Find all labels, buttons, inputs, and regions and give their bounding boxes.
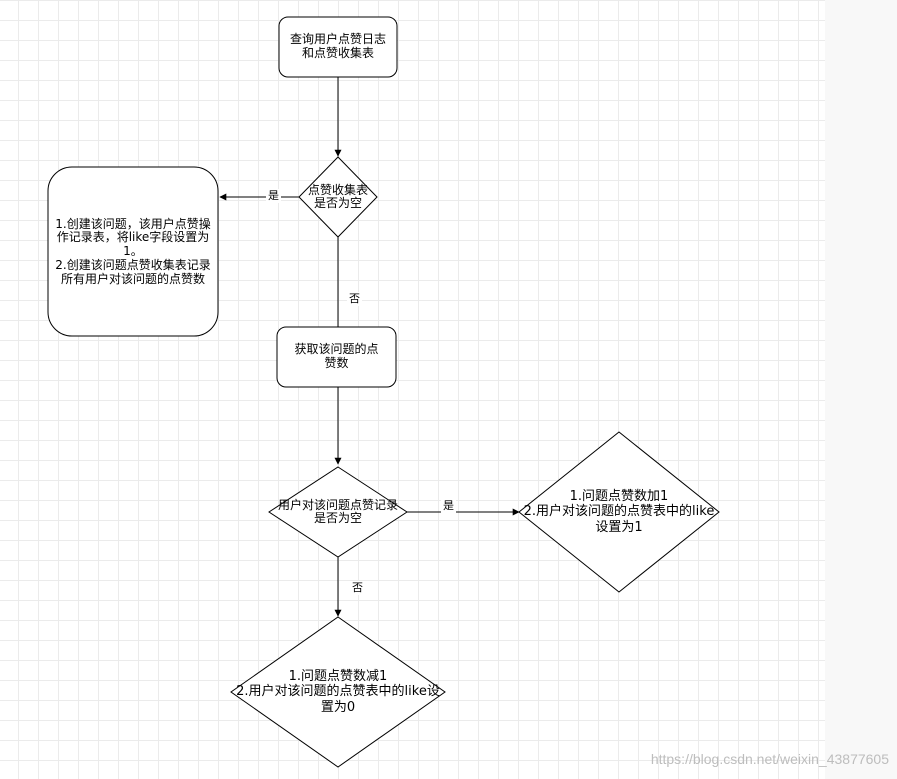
right-panel bbox=[825, 0, 897, 779]
diagram-canvas bbox=[0, 0, 825, 779]
get-count-label: 获取该问题的点赞数 bbox=[294, 342, 379, 370]
decrement-diamond[interactable] bbox=[230, 616, 446, 768]
create-records-box[interactable] bbox=[47, 166, 219, 337]
query-label: 查询用户点赞日志和点赞收集表 bbox=[289, 32, 386, 60]
create-records-label: 1.创建该问题，该用户点赞操作记录表，将like字段设置为1。 2.创建该问题点… bbox=[55, 216, 211, 286]
decision-user-record-diamond[interactable] bbox=[268, 466, 408, 558]
edge-label-yes-1: 是 bbox=[266, 189, 281, 203]
decrement-label: 1.问题点赞数减1 2.用户对该问题的点赞表中的like设置为0 bbox=[236, 668, 440, 715]
decision-empty-diamond[interactable] bbox=[298, 156, 378, 238]
decision-empty-label: 点赞收集表是否为空 bbox=[307, 183, 368, 210]
increment-label: 1.问题点赞数加1 2.用户对该问题的点赞表中的like设置为1 bbox=[523, 488, 715, 535]
edge-label-no-1: 否 bbox=[347, 292, 362, 306]
edge-label-no-2: 否 bbox=[350, 581, 365, 595]
edge-label-yes-2: 是 bbox=[441, 499, 456, 513]
query-box[interactable] bbox=[278, 16, 398, 78]
get-count-box[interactable] bbox=[276, 326, 397, 388]
decision-user-record-label: 用户对该问题点赞记录是否为空 bbox=[277, 497, 398, 525]
increment-diamond[interactable] bbox=[518, 431, 720, 593]
watermark: https://blog.csdn.net/weixin_43877605 bbox=[650, 751, 889, 767]
